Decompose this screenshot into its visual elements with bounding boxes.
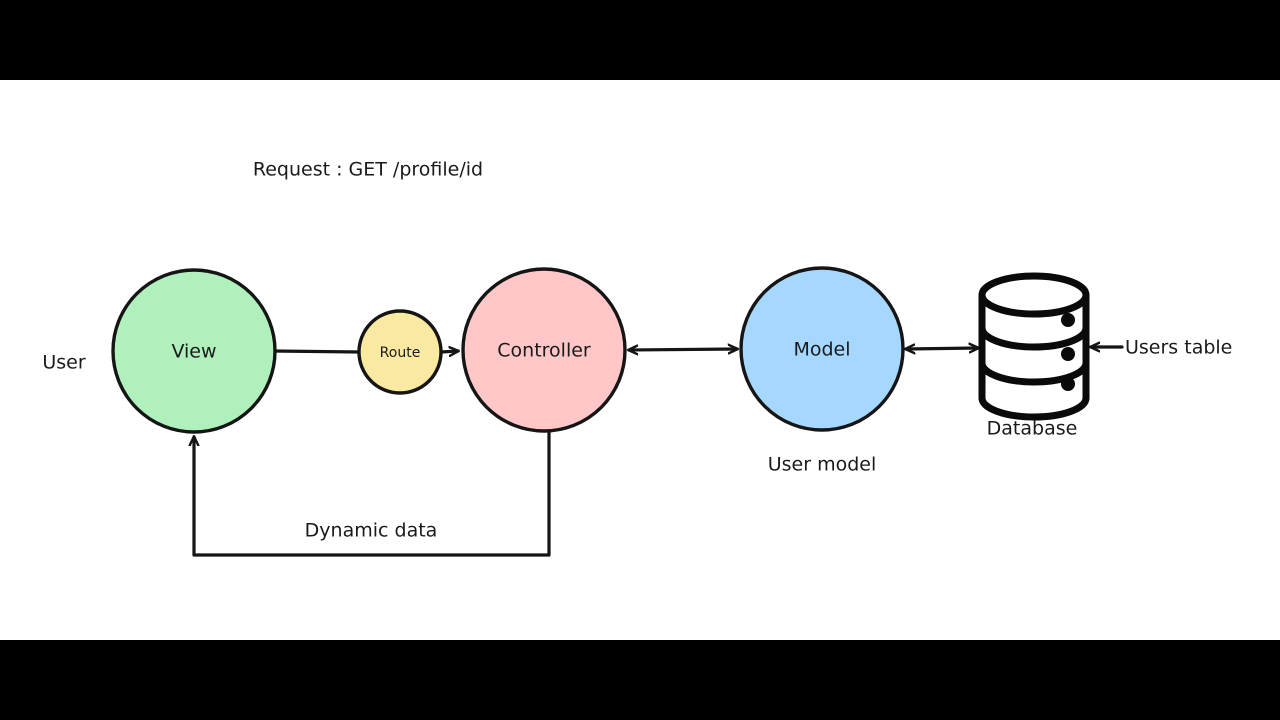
database-dot-2	[1061, 347, 1075, 361]
node-route[interactable]: Route	[357, 309, 443, 395]
route-label: Route	[380, 345, 421, 361]
request-label: Request : GET /profile/id	[253, 159, 483, 181]
controller-label: Controller	[497, 340, 591, 362]
database-icon[interactable]	[978, 272, 1090, 421]
model-label: Model	[793, 339, 850, 361]
database-label: Database	[987, 418, 1078, 440]
connection-view-to-route	[271, 349, 362, 354]
node-controller[interactable]: Controller	[461, 267, 627, 433]
view-label: View	[171, 341, 216, 363]
connection-controller-to-model	[629, 349, 737, 350]
user-model-label: User model	[768, 454, 877, 476]
letterbox-bar-top	[0, 0, 1280, 80]
database-dot-3	[1061, 377, 1075, 391]
connection-dynamic-data-loop	[194, 429, 551, 557]
user-label: User	[42, 352, 85, 374]
letterbox-bar-bottom	[0, 640, 1280, 720]
route-circle[interactable]	[357, 309, 443, 395]
database-dot-1	[1061, 313, 1075, 327]
model-circle[interactable]	[739, 266, 905, 432]
connection-model-to-database	[906, 348, 978, 349]
view-circle[interactable]	[111, 268, 277, 434]
node-model[interactable]: Model	[739, 266, 905, 432]
users-table-label: Users table	[1125, 337, 1232, 359]
node-view[interactable]: View	[111, 268, 277, 434]
dynamic-data-label: Dynamic data	[305, 520, 438, 542]
connection-route-to-controller	[439, 351, 458, 352]
controller-circle[interactable]	[461, 267, 627, 433]
